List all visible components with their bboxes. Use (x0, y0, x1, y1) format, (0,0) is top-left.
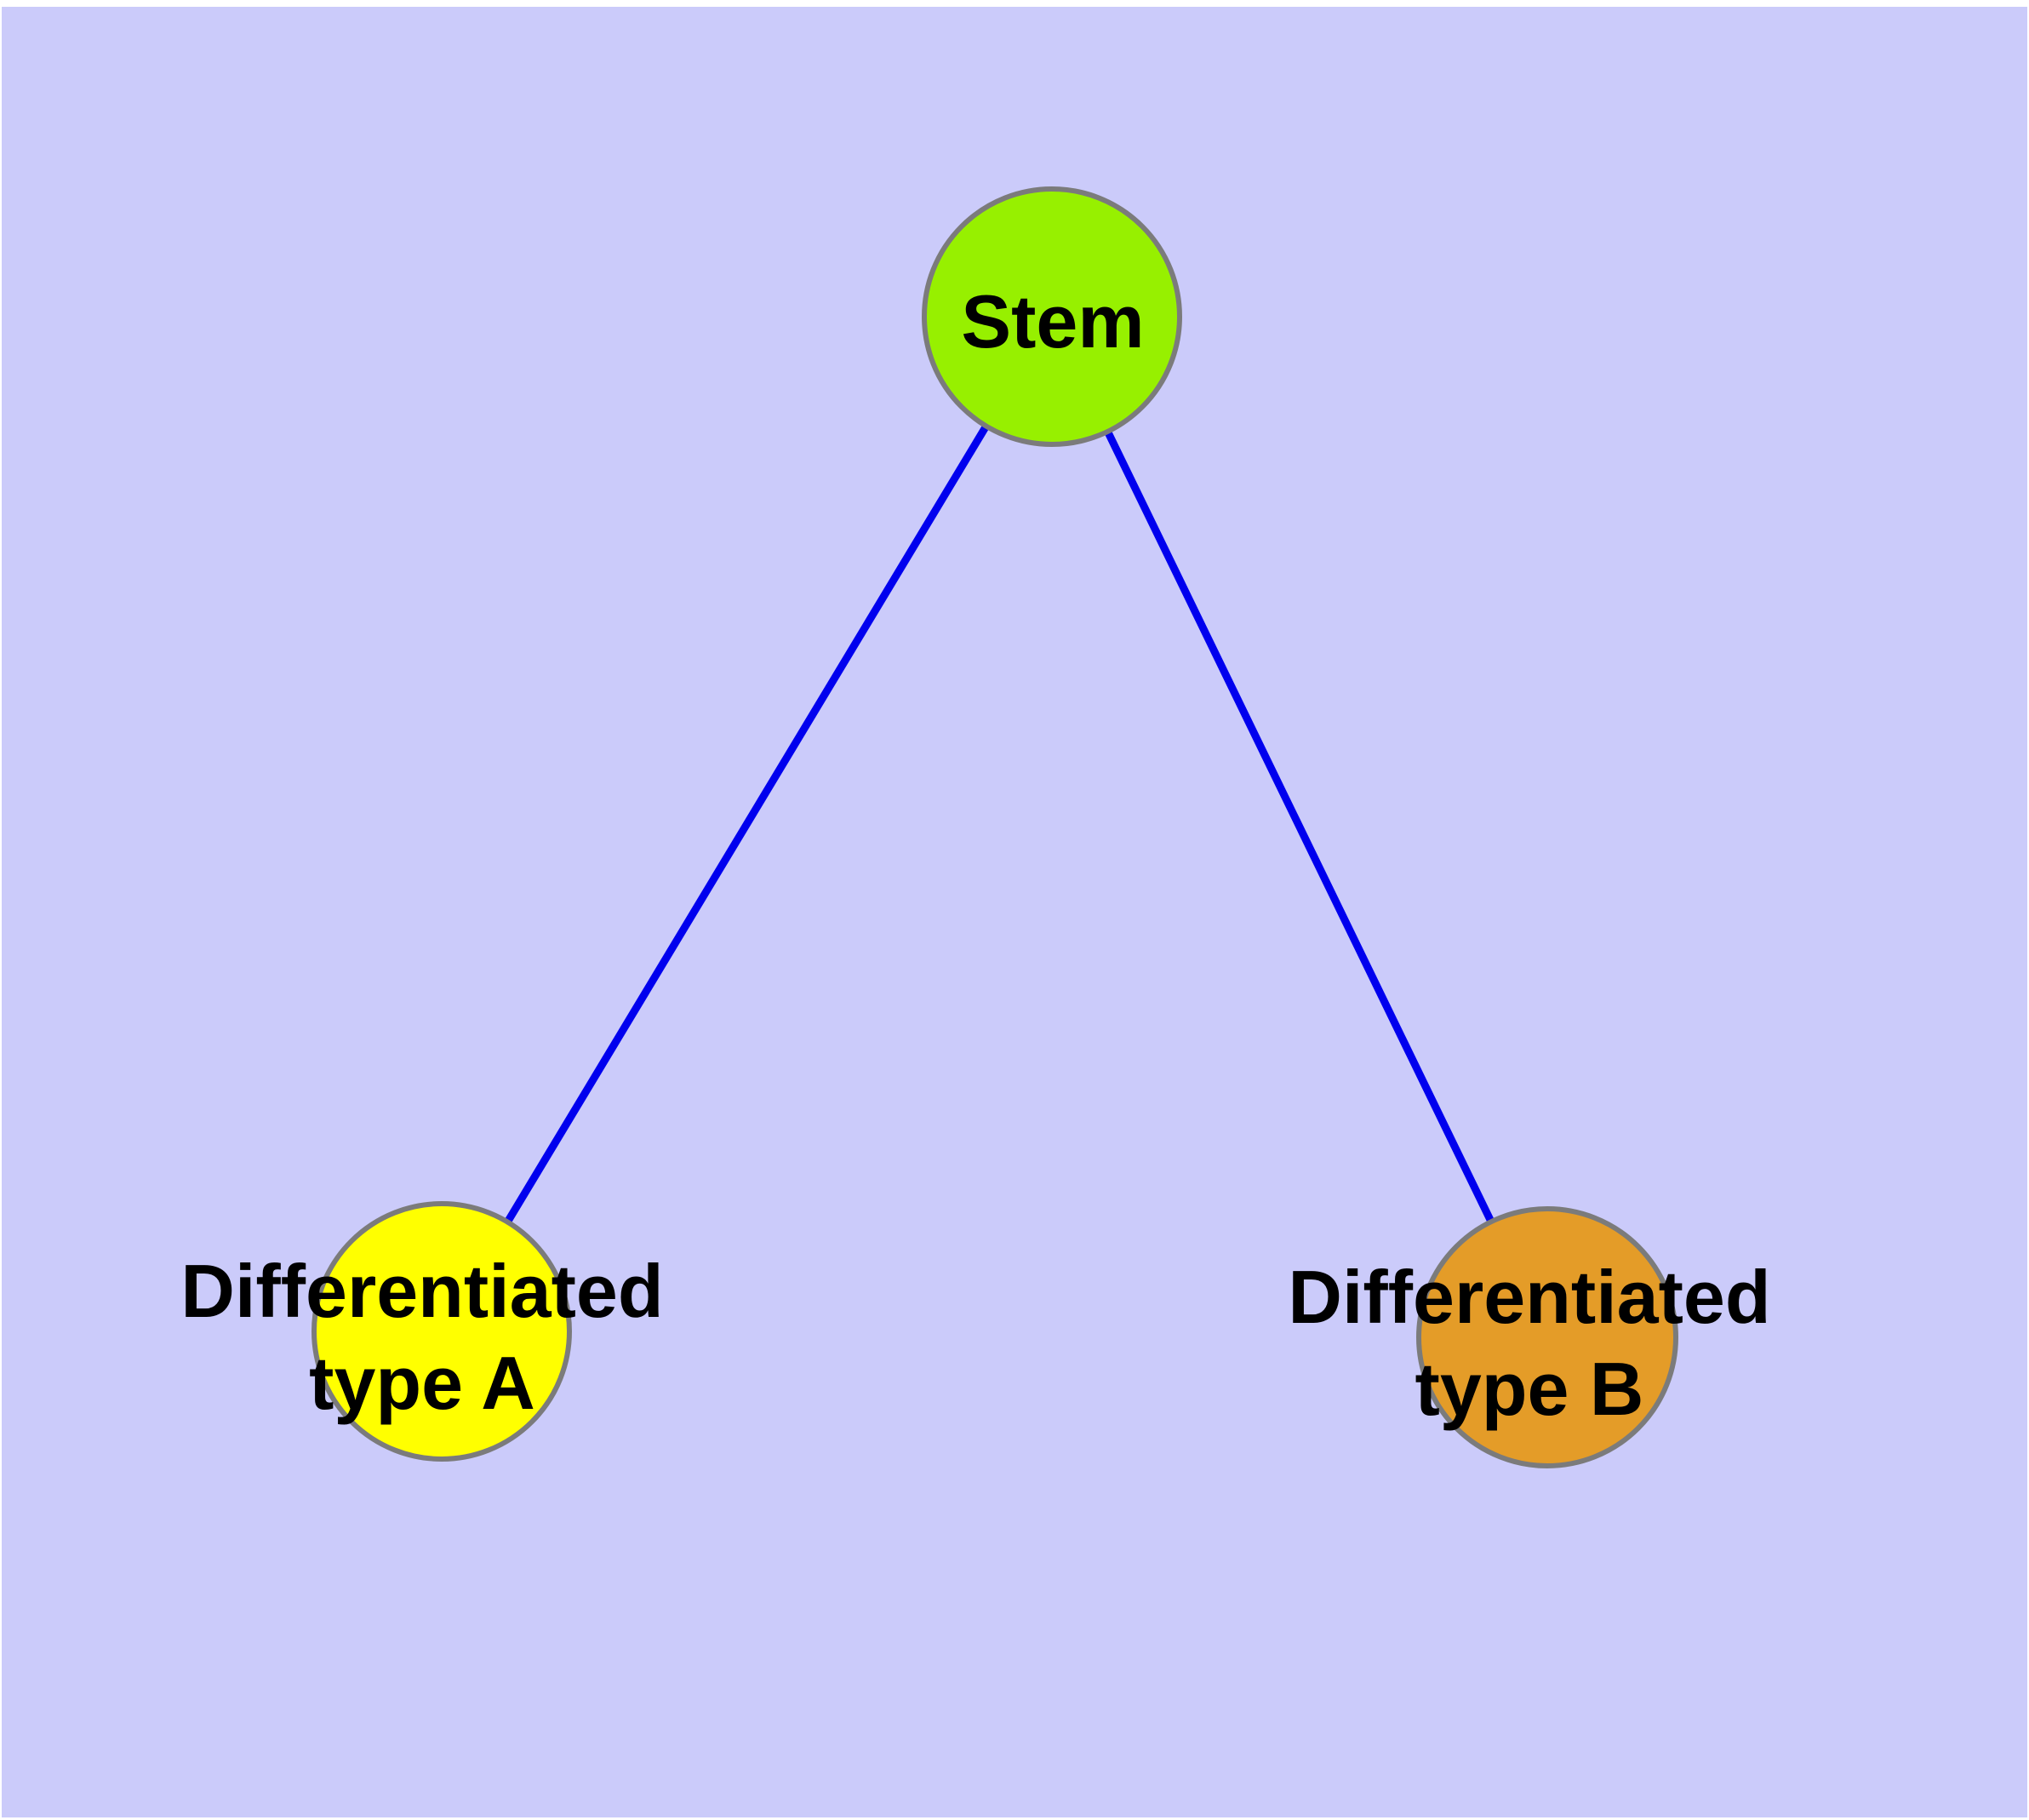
edge-stem-to-type-b (1048, 315, 1552, 1339)
node-type-a-label-line2: type A (309, 1341, 535, 1425)
node-type-b-label-line1: Differentiated (1288, 1255, 1770, 1339)
node-differentiated-type-a (311, 1201, 572, 1462)
node-type-b-label-line2: type B (1415, 1347, 1644, 1431)
node-stem (922, 186, 1182, 447)
node-stem-label: Stem (961, 279, 1144, 363)
edge-stem-to-type-a (438, 314, 1055, 1334)
node-differentiated-type-b (1416, 1206, 1678, 1468)
node-type-a-label-line1: Differentiated (180, 1249, 663, 1333)
